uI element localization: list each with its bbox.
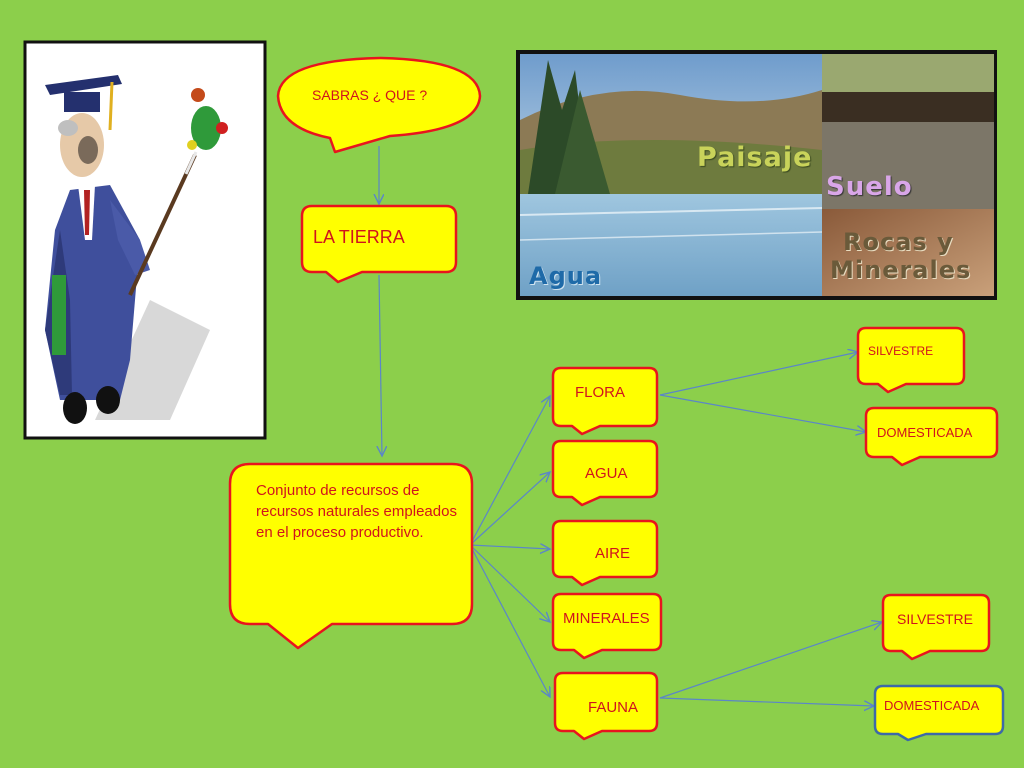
node-flora-silvestre: SILVESTRE [868,344,934,358]
photo-label-suelo: Suelo [826,172,913,202]
photo-label-minerales: Minerales [830,256,972,284]
photo-label-paisaje: Paisaje [697,142,813,173]
arrow-to-agua [469,472,550,546]
node-flora-domesticada: DOMESTICADA [877,425,973,440]
landscape-photo [516,50,997,300]
node-flora: FLORA [575,384,626,401]
callout-agua [551,439,659,507]
photo-label-agua: Agua [529,262,603,290]
arrow-tierra-to-conjunto [379,274,382,456]
node-sabras: SABRAS ¿ QUE ? [312,87,428,103]
photo-label-rocas: Rocas y [843,228,954,256]
callout-flora-silvestre [856,326,966,394]
node-conjunto: Conjunto de recursos de recursos natural… [256,482,457,541]
node-fauna: FAUNA [588,699,639,716]
arrow-fauna-domesticada [659,697,874,706]
node-la-tierra: LA TIERRA [313,227,405,247]
arrow-to-minerales [469,544,550,622]
callout-fauna [553,671,659,741]
node-minerales: MINERALES [563,610,650,627]
node-aire: AIRE [595,545,631,562]
arrow-to-fauna [469,544,550,697]
callout-conjunto [228,462,474,650]
arrow-flora-domesticada [659,394,866,432]
node-fauna-domesticada: DOMESTICADA [884,698,980,713]
node-fauna-silvestre: SILVESTRE [897,611,973,627]
professor-illustration [23,40,267,440]
arrow-to-flora [469,396,550,546]
callout-la-tierra [300,204,458,284]
arrow-flora-silvestre [659,352,858,396]
node-agua: AGUA [585,465,628,482]
callout-fauna-silvestre [881,593,991,661]
arrow-fauna-silvestre [659,622,882,699]
callout-sabras [276,56,482,154]
callout-minerales [551,592,663,660]
callout-aire [551,519,659,587]
callout-flora [551,366,659,436]
connector-arrows [379,146,882,706]
callout-fauna-domesticada [873,684,1005,742]
arrow-to-aire [469,545,550,549]
callout-shapes [228,56,1005,742]
callout-flora-domesticada [864,406,999,467]
